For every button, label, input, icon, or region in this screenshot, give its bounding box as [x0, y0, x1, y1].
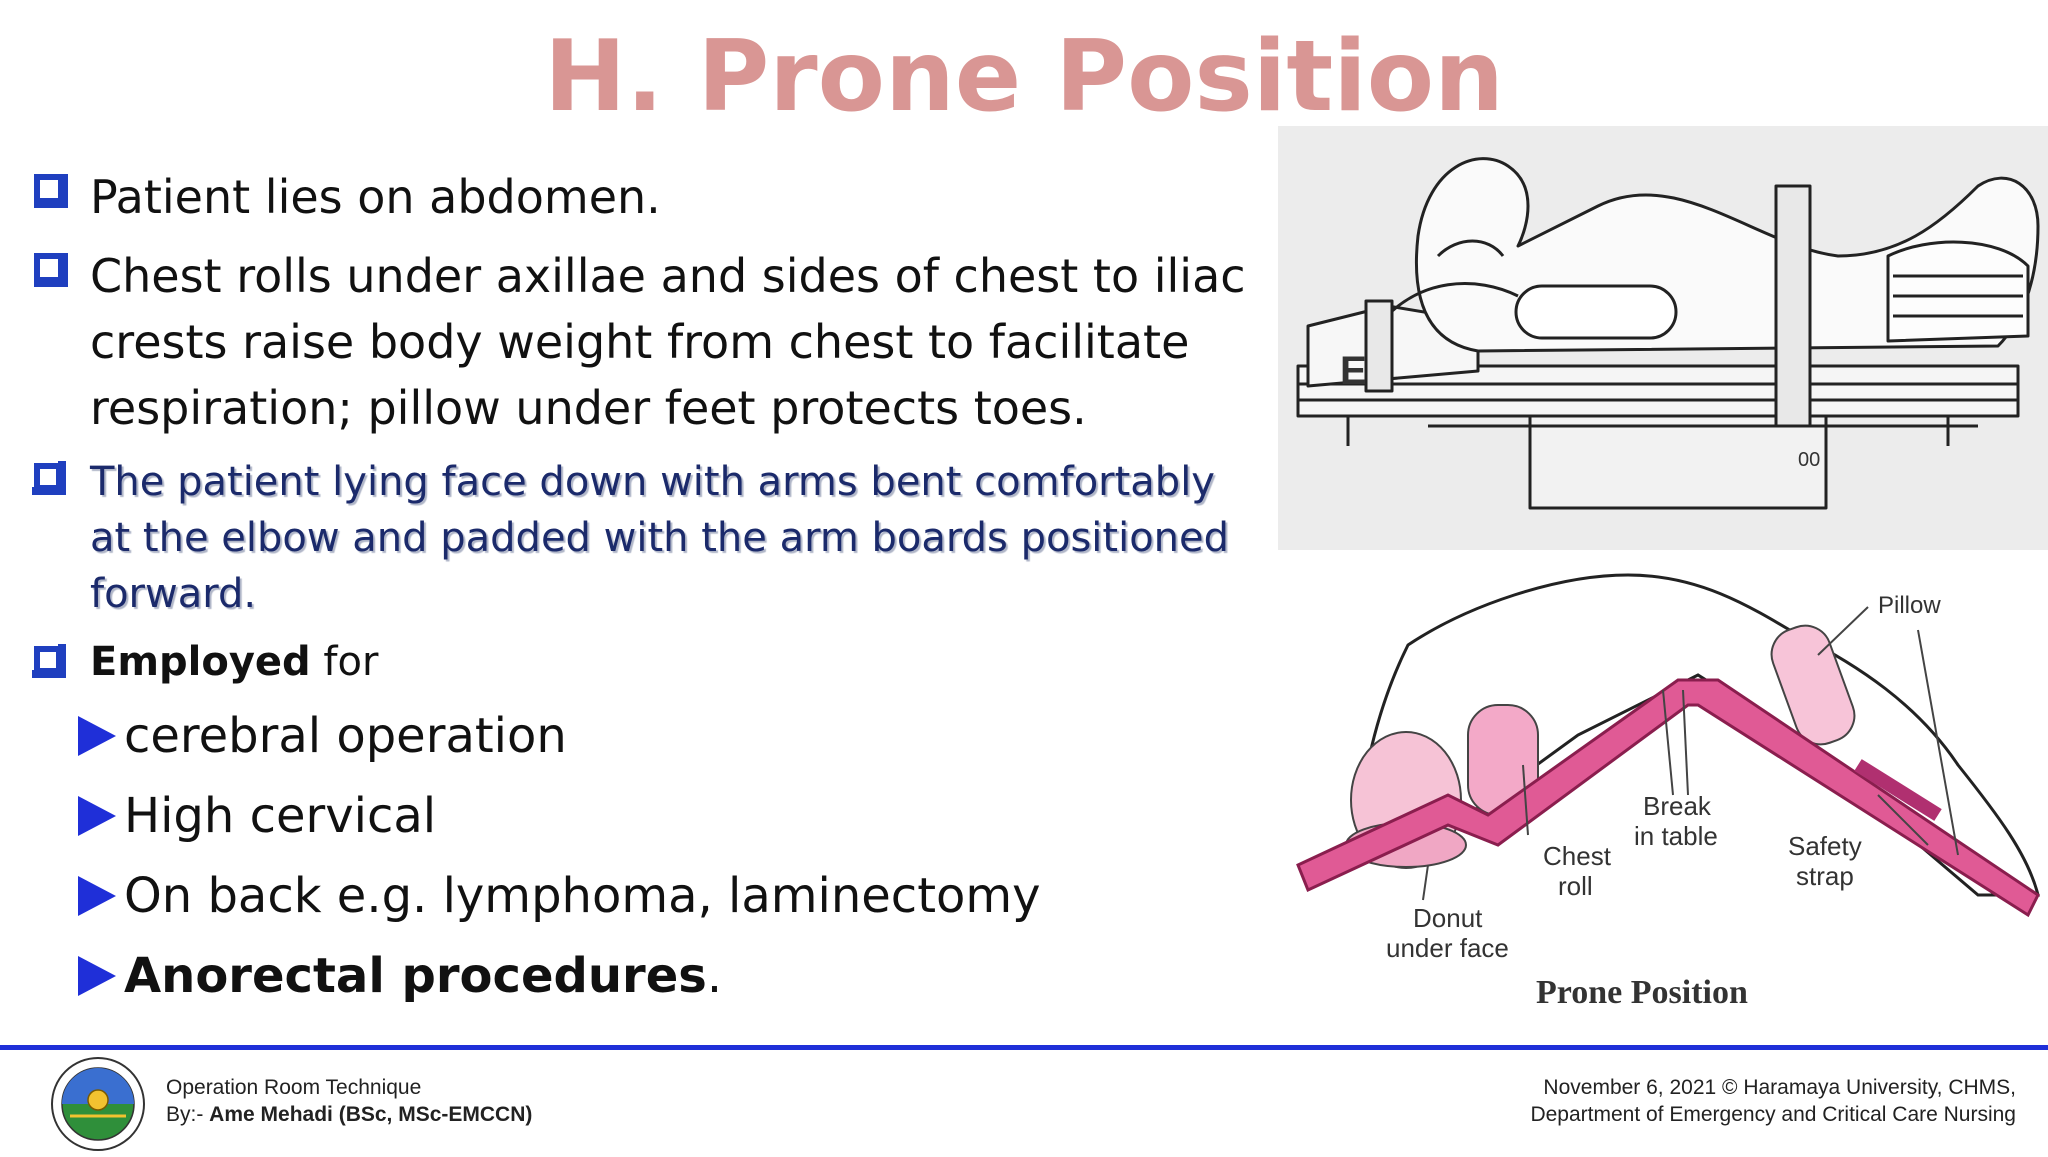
label-safety-1: Safety [1788, 831, 1862, 861]
figure-top-marker: 00 [1798, 449, 1820, 471]
sub-item-4: Anorectal procedures. [124, 944, 722, 1008]
arrow-right-icon [78, 876, 116, 916]
label-break-1: Break [1643, 791, 1712, 821]
label-break-2: in table [1634, 821, 1718, 851]
label-safety-2: strap [1796, 861, 1854, 891]
sub-item-4-bold: Anorectal procedures [124, 948, 707, 1004]
university-logo [50, 1056, 146, 1152]
sub-item-1: cerebral operation [124, 708, 567, 764]
label-donut-2: under face [1386, 933, 1509, 963]
checkbox-bullet-icon [32, 644, 66, 678]
label-donut-1: Donut [1413, 903, 1483, 933]
footer-course: Operation Room Technique [166, 1076, 422, 1099]
arrow-right-icon [78, 956, 116, 996]
footer-author-line: By:- Ame Mehadi (BSc, MSc-EMCCN) [166, 1101, 532, 1128]
sub-item-4-rest: . [706, 948, 723, 1004]
footer-left: Operation Room Technique By:- Ame Mehadi… [166, 1074, 532, 1128]
bullet-2: Chest rolls under axillae and sides of c… [90, 249, 1246, 435]
figure-caption: Prone Position [1536, 974, 1748, 1011]
checkbox-bullet-icon [34, 174, 68, 208]
footer-department: Department of Emergency and Critical Car… [1530, 1103, 2016, 1126]
sub-item-3: On back e.g. lymphoma, laminectomy [124, 868, 1041, 924]
figure-top-label: E [1340, 349, 1367, 393]
arrow-right-icon [78, 716, 116, 756]
label-chest-2: roll [1558, 871, 1593, 901]
bullet-1: Patient lies on abdomen. [90, 170, 661, 224]
prone-position-diagram: Pillow Break in table Chest roll Safety … [1278, 555, 2048, 1015]
prone-table-illustration: E 00 [1278, 126, 2048, 550]
bullet-4-bold: Employed [90, 639, 311, 685]
footer-author: Ame Mehadi (BSc, MSc-EMCCN) [209, 1103, 533, 1126]
footer-author-prefix: By:- [166, 1103, 210, 1126]
footer-divider [0, 1045, 2048, 1050]
checkbox-bullet-icon [34, 253, 68, 287]
arrow-right-icon [78, 796, 116, 836]
footer-right: November 6, 2021 © Haramaya University, … [1530, 1074, 2016, 1128]
footer-date: November 6, 2021 © Haramaya University, … [1543, 1076, 2016, 1099]
checkbox-bullet-icon [32, 461, 66, 495]
slide-title: H. Prone Position [544, 20, 1504, 134]
sub-item-2: High cervical [124, 788, 437, 844]
bullet-4-rest: for [310, 639, 379, 685]
label-chest-1: Chest [1543, 841, 1612, 871]
label-pillow: Pillow [1878, 592, 1941, 619]
bullet-3: The patient lying face down with arms be… [90, 459, 1230, 617]
bullet-4: Employed for [90, 634, 790, 690]
